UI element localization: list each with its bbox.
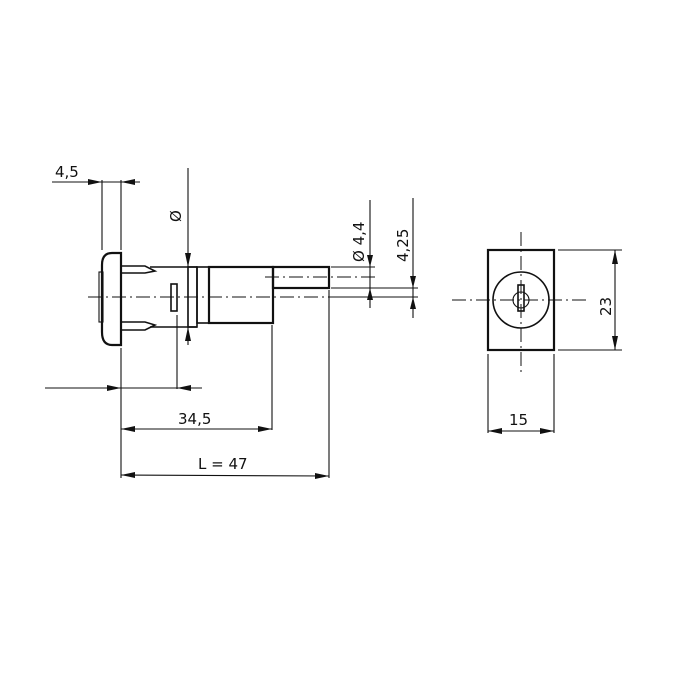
arrow (177, 385, 191, 391)
flange-head (100, 251, 123, 347)
dim-flange-thickness: 4,5 (55, 163, 79, 181)
arrow (185, 253, 191, 267)
dim-body-length: 34,5 (178, 410, 211, 428)
cylinder-body (207, 265, 275, 325)
arrow (367, 288, 373, 300)
arrow (612, 336, 618, 350)
flange-face-recess (98, 271, 104, 323)
arrow (121, 179, 135, 185)
collar-ring-2 (196, 266, 210, 324)
arrow (540, 428, 554, 434)
dim-line-total-length (120, 474, 330, 477)
dim-body-diameter: Ø (167, 210, 185, 222)
arrow (410, 276, 416, 288)
dim-front-width: 15 (509, 411, 528, 429)
dim-total-length: L = 47 (198, 455, 248, 473)
front-view: 23 15 (452, 232, 622, 434)
arrow (185, 327, 191, 341)
arrow (367, 255, 373, 267)
body-slot (170, 283, 178, 312)
arrow (107, 385, 121, 391)
arrow (121, 426, 135, 432)
arrow (88, 179, 102, 185)
dim-pin-offset: 4,25 (394, 229, 412, 262)
dim-pin-diameter: Ø 4,4 (350, 222, 368, 262)
arrow (410, 297, 416, 309)
side-view: 4,5 Ø Ø 4,4 4,25 34,5 L = 47 (45, 163, 418, 479)
arrow (612, 250, 618, 264)
dim-front-height: 23 (597, 297, 615, 316)
arrow (121, 472, 135, 478)
arrow (258, 426, 272, 432)
clip-spring-top (121, 265, 158, 274)
arrow (488, 428, 502, 434)
arrow (315, 473, 329, 479)
clip-spring-bottom (121, 321, 158, 331)
